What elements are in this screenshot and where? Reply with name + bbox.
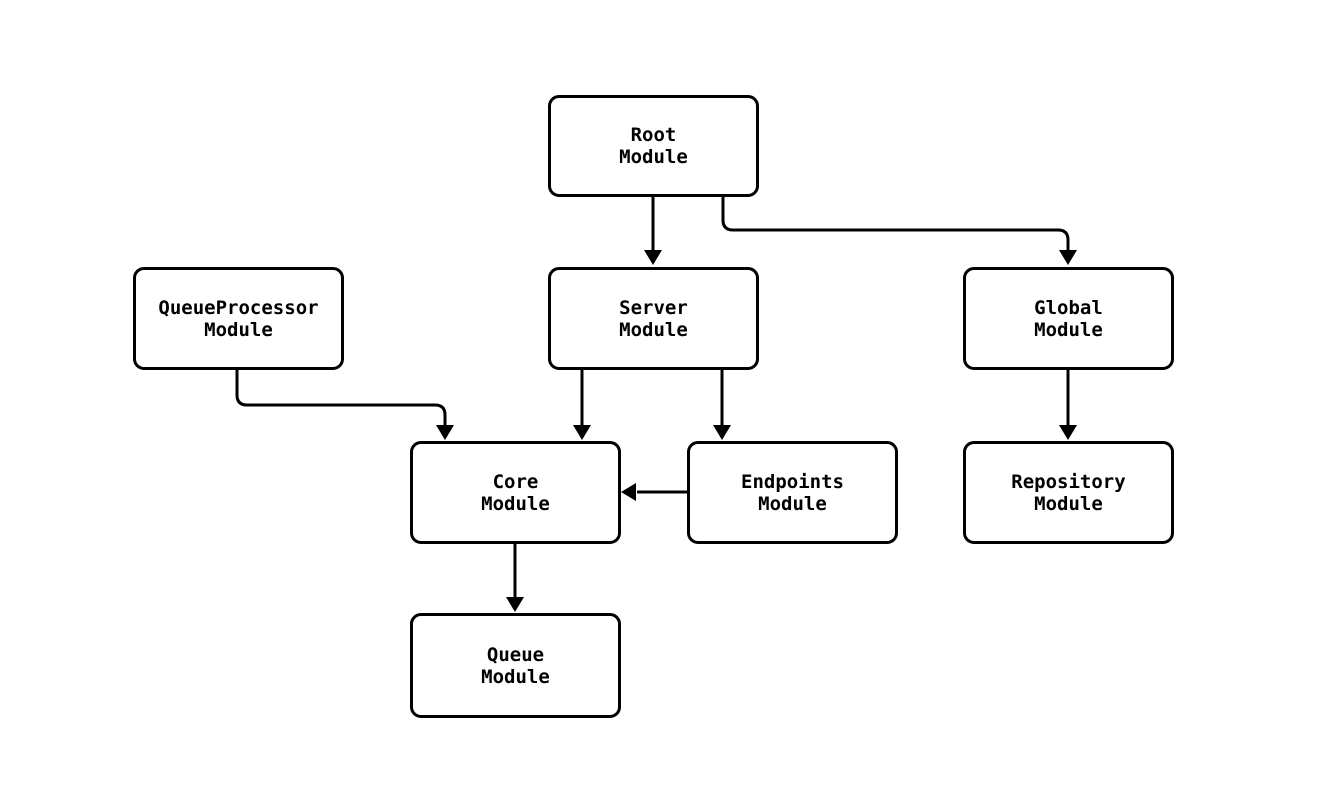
node-repository-module[interactable]: Repository Module <box>963 441 1174 544</box>
node-server-module[interactable]: Server Module <box>548 267 759 370</box>
node-root-module-label-line1: Root <box>630 124 677 146</box>
arrowhead <box>506 597 524 612</box>
node-root-module[interactable]: Root Module <box>548 95 759 197</box>
node-queueprocessor-module-label-line1: QueueProcessor <box>158 296 319 319</box>
node-global-module-label-line2: Module <box>1034 318 1103 341</box>
arrowhead <box>1059 425 1077 440</box>
node-queue-module[interactable]: Queue Module <box>410 613 621 718</box>
node-queue-module-label-line2: Module <box>481 665 550 688</box>
node-repository-module-label-line1: Repository <box>1011 470 1126 493</box>
node-root-module-label-line2: Module <box>619 146 688 168</box>
arrowhead <box>644 250 662 265</box>
node-queue-module-label-line1: Queue <box>486 643 545 666</box>
edge-root-server <box>644 197 662 265</box>
node-server-module-label-line2: Module <box>619 318 688 341</box>
node-endpoints-module[interactable]: Endpoints Module <box>687 441 898 544</box>
arrowhead <box>713 425 731 440</box>
arrowhead <box>573 425 591 440</box>
arrowhead <box>1059 250 1077 265</box>
node-queueprocessor-module[interactable]: QueueProcessor Module <box>133 267 344 370</box>
edge-queueprocessor-core <box>235 370 454 440</box>
edge-server-core <box>573 370 591 440</box>
edge-root-global <box>721 197 1077 265</box>
node-endpoints-module-label-line1: Endpoints <box>741 470 844 493</box>
node-global-module[interactable]: Global Module <box>963 267 1174 370</box>
edge-server-endpoints <box>713 370 731 440</box>
edge-endpoints-core <box>621 483 687 501</box>
node-global-module-label-line1: Global <box>1034 296 1103 319</box>
node-server-module-label-line1: Server <box>619 296 688 319</box>
node-queueprocessor-module-label-line2: Module <box>204 318 273 341</box>
node-core-module-label-line1: Core <box>492 470 539 493</box>
node-core-module[interactable]: Core Module <box>410 441 621 544</box>
edge-core-queue <box>506 544 524 612</box>
node-core-module-label-line2: Module <box>481 492 550 515</box>
arrowhead <box>621 483 636 501</box>
node-endpoints-module-label-line2: Module <box>758 492 827 515</box>
node-repository-module-label-line2: Module <box>1034 492 1103 515</box>
arrowhead <box>436 425 454 440</box>
edge-global-repository <box>1059 370 1077 440</box>
